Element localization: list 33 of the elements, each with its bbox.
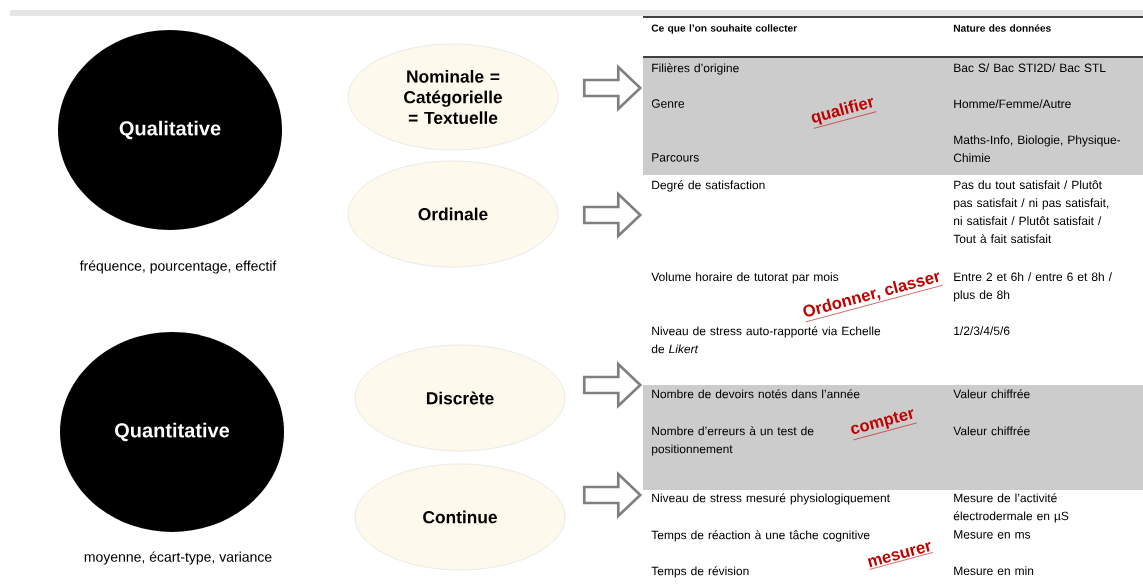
block-arrow — [582, 190, 643, 240]
table-cell: Nombre de devoirs notés dans l’année — [652, 389, 860, 399]
block-arrow — [582, 470, 643, 520]
table-cell: Temps de réaction à une tâche cognitive — [651, 530, 870, 542]
table-cell: Pas du tout satisfait / Plutôt pas satisfait / ni pas satisfait, ni satisfait / Plutôt satisfait / Tout à fait satisfait — [953, 180, 1109, 244]
table-cell: Mesure de l’activité électrodermale en µS — [953, 493, 1069, 523]
annotation-text: qualifier — [811, 98, 877, 129]
table-cell: Genre — [651, 99, 685, 108]
annotation-text: mesurer — [867, 541, 934, 570]
column-header: Nature des données — [953, 24, 1051, 32]
table-cell: Entre 2 et 6h / entre 6 et 8h / plus de 8h — [954, 272, 1112, 302]
table-cell: Mesure en min — [954, 566, 1034, 576]
annotation-text: compter — [851, 409, 917, 441]
table-cell: Volume horaire de tutorat par mois — [651, 272, 839, 284]
table-cell: Homme/Femme/Autre — [954, 99, 1071, 109]
table-cell: Parcours — [652, 153, 699, 162]
block-arrow — [582, 63, 643, 113]
table-cell: Valeur chiffrée — [953, 389, 1030, 399]
table-cell: Degré de satisfaction — [652, 180, 765, 192]
table-cell: Maths-Info, Biologie, Physique-Chimie — [953, 135, 1121, 163]
table-cell: Valeur chiffrée — [953, 426, 1030, 436]
table-cell: Nombre d’erreurs à un test de positionnement — [652, 426, 814, 456]
table-cell: Temps de révision — [651, 566, 749, 578]
table-cell: Filières d’origine — [652, 63, 739, 75]
table-cell: Niveau de stress auto-rapporté via Echelle de Likert — [651, 326, 881, 354]
column-header: Ce que l’on souhaite collecter — [651, 24, 797, 34]
table-cell: Bac S/ Bac STI2D/ Bac STL — [954, 63, 1106, 73]
table-cell: 1/2/3/4/5/6 — [954, 326, 1010, 336]
table-cell: Mesure en ms — [954, 530, 1031, 539]
table-cell: Niveau de stress mesuré physiologiquement — [652, 493, 890, 505]
block-arrow — [582, 360, 643, 410]
caption-text: fréquence, pourcentage, effectif — [79, 260, 277, 274]
caption-text: moyenne, écart-type, variance — [84, 551, 272, 565]
